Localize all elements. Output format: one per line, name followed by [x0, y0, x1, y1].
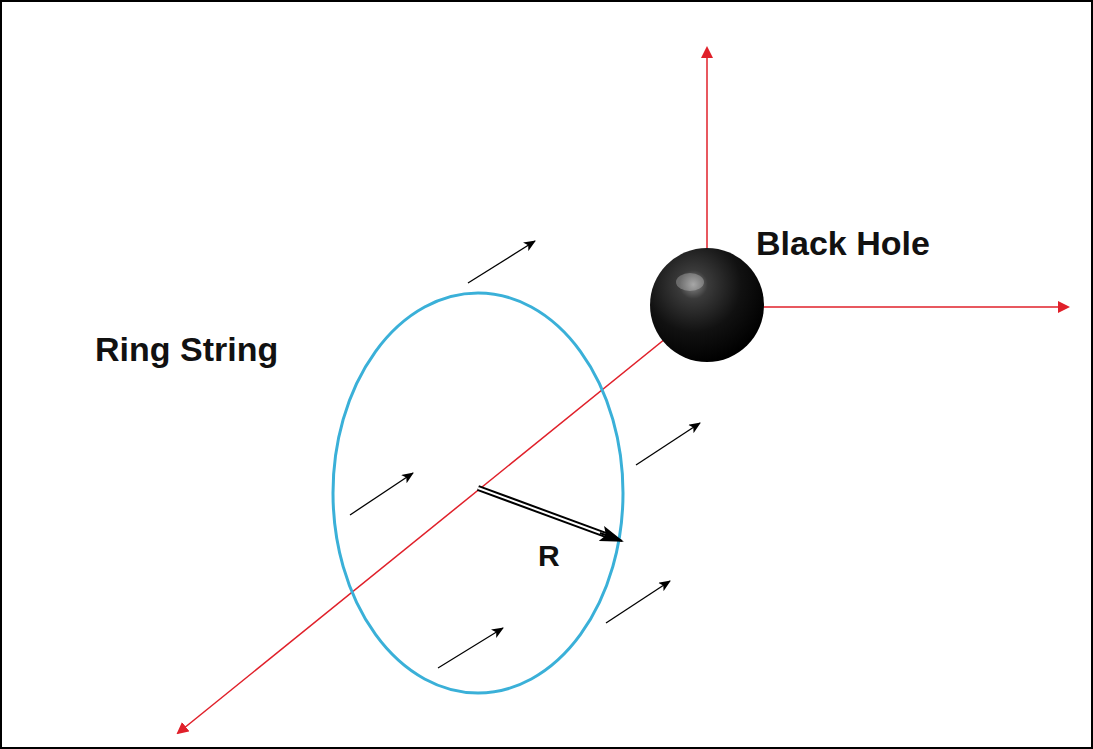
text-label: Ring String — [95, 332, 278, 366]
axis-line — [178, 305, 707, 733]
ring-string — [333, 293, 623, 693]
radius-arrow — [478, 488, 614, 538]
black-hole-highlight — [676, 273, 704, 291]
motion-arrow — [468, 241, 535, 283]
black-hole — [650, 248, 764, 362]
text-label: Black Hole — [756, 226, 930, 260]
motion-arrow — [438, 628, 503, 668]
text-label: R — [538, 541, 560, 571]
motion-arrow — [606, 581, 670, 623]
radius-arrow — [478, 488, 614, 538]
motion-arrow — [350, 473, 413, 515]
radius-arrow — [600, 533, 622, 541]
motion-arrow — [636, 423, 700, 465]
